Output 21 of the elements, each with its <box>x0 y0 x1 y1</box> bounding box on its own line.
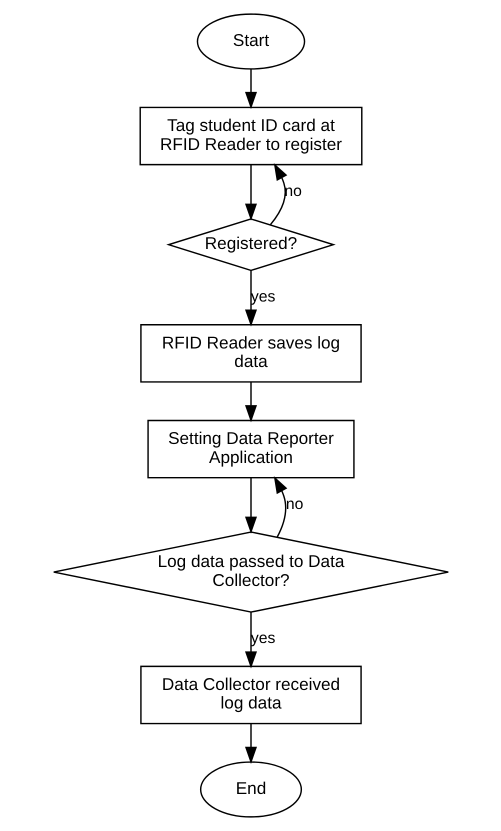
node-box: Tag student ID card at RFID Reader to register <box>139 106 362 166</box>
node-box: Data Collector received log data <box>140 666 362 724</box>
node-box: RFID Reader saves log data <box>140 324 362 383</box>
node-diamond: Registered? <box>166 218 336 272</box>
node-ellipse: Start <box>196 13 305 70</box>
node-diamond: Log data passed to Data Collector? <box>52 531 448 613</box>
arrow <box>269 163 287 226</box>
edge-label: yes <box>250 288 275 306</box>
edge-label: yes <box>250 630 275 648</box>
node-ellipse: End <box>199 761 302 818</box>
edge-label: no <box>285 496 303 513</box>
arrow <box>244 164 257 221</box>
node-box: Setting Data Reporter Application <box>146 420 354 478</box>
arrow <box>244 724 257 764</box>
edge-label: no <box>284 182 302 200</box>
arrow <box>244 68 257 110</box>
arrow <box>244 382 257 422</box>
arrow <box>273 476 287 538</box>
arrow <box>244 612 257 669</box>
arrow <box>244 270 257 327</box>
arrow <box>244 478 257 534</box>
